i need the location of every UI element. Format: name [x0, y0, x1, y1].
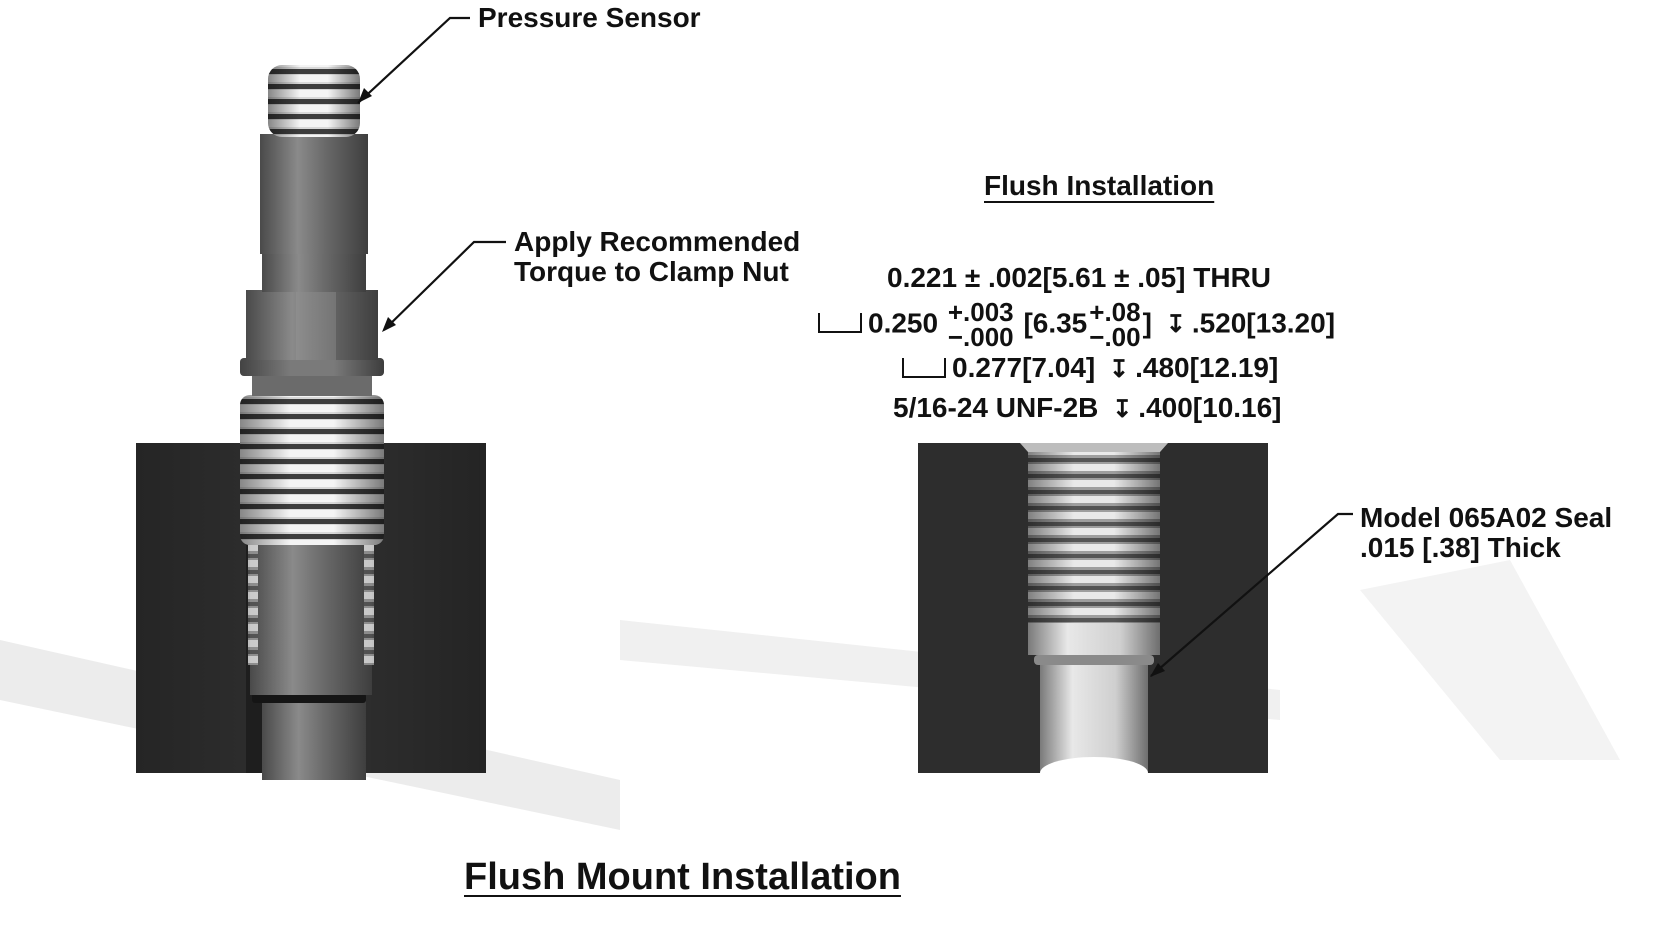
cbore1-tol-minus: −.000 [947, 322, 1014, 352]
background-reflection [1360, 560, 1620, 760]
pressure-sensor-label: Pressure Sensor [478, 2, 701, 33]
cbore1-metric: [6.35 [1023, 307, 1088, 339]
seal-label-line1: Model 065A02 Seal [1360, 502, 1613, 533]
spec-counterbore-2: 0.277[7.04] ↧.480[12.19] [902, 354, 1278, 382]
counterbore-symbol [902, 357, 946, 378]
spec-counterbore-1: 0.250 +.003−.000 [6.35+.08−.00] ↧.520[13… [818, 297, 1336, 352]
cbore1-metric-minus: −.00 [1089, 322, 1141, 352]
installed-sensor-view [136, 65, 486, 780]
page-title: Flush Mount Installation [464, 856, 901, 898]
sensor-seal-ring [252, 693, 366, 703]
depth-symbol: ↧ [1165, 311, 1186, 339]
thread-value: 5/16-24 UNF-2B [893, 392, 1099, 423]
thru-bore [1040, 665, 1148, 773]
torque-label-line1: Apply Recommended [514, 226, 801, 257]
spec-thru-hole: 0.221 ± .002[5.61 ± .05] THRU [887, 262, 1272, 293]
cbore2-depth: .480[12.19] [1135, 352, 1279, 383]
mounting-hole-view [918, 443, 1268, 789]
cbore1-depth: .520[13.20] [1191, 307, 1336, 339]
depth-symbol: ↧ [1112, 396, 1133, 423]
leader-lines [357, 16, 1353, 677]
thread-depth: .400[10.16] [1138, 392, 1282, 423]
leader-arrowheads [358, 88, 1165, 677]
cbore1-tolerance: +.003−.000 [947, 297, 1014, 352]
seal-label-line2: .015 [.38] Thick [1360, 532, 1561, 563]
cbore1-value: 0.250 [868, 307, 939, 339]
spec-thread: 5/16-24 UNF-2B ↧.400[10.16] [893, 394, 1282, 422]
sensor-upper-body [262, 250, 366, 292]
seal-seat [1034, 655, 1154, 665]
depth-symbol: ↧ [1109, 356, 1130, 383]
counterbore [1028, 623, 1160, 655]
sensor-lower-body [250, 540, 372, 695]
clamp-nut [246, 290, 378, 360]
pressure-sensor-leader [357, 16, 470, 104]
clamp-nut-leader [383, 240, 506, 331]
seal-leader [1150, 512, 1353, 677]
cbore1-metric-close: ] [1142, 307, 1152, 339]
torque-label-line2: Torque to Clamp Nut [514, 256, 789, 287]
sensor-shaft [260, 134, 368, 254]
cbore2-value: 0.277[7.04] [952, 352, 1096, 383]
cbore1-metric-plus: +.08 [1089, 297, 1141, 327]
spec-heading: Flush Installation [984, 170, 1215, 201]
cbore1-tol-plus: +.003 [947, 297, 1014, 327]
counterbore-symbol [818, 313, 862, 333]
cbore1-metric-tolerance: +.08−.00 [1089, 297, 1141, 352]
